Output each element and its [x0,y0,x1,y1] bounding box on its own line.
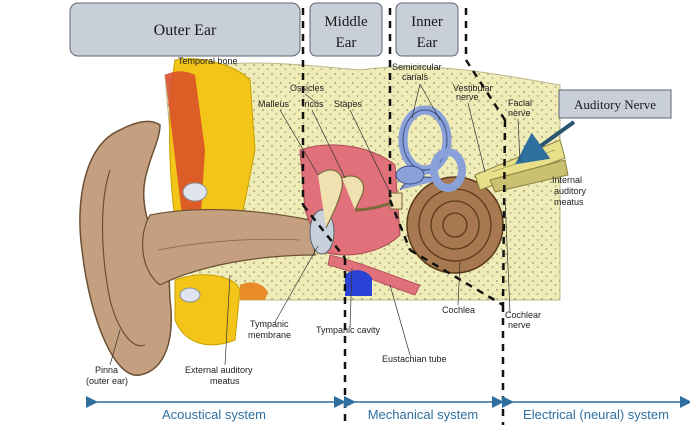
label-incus: Incus [302,99,324,109]
anatomy-labels: Temporal bone Ossicles Malleus Incus Sta… [86,56,587,386]
label-cochlea: Cochlea [442,305,475,315]
cochlea-shape [399,176,504,274]
label-cochlear-1: Cochlear [505,310,541,320]
middle-ear-title-2: Ear [336,35,357,51]
label-malleus: Malleus [258,99,290,109]
inner-ear-title-2: Ear [417,35,438,51]
outer-ear-title: Outer Ear [154,22,217,39]
label-internal-3: meatus [554,197,584,207]
ear-canal [141,208,316,286]
label-eustachian: Eustachian tube [382,354,447,364]
outer-ear-header: Outer Ear [69,2,301,57]
mechanical-system-label: Mechanical system [368,407,479,422]
label-tympanic-membrane-1: Tympanic [250,319,289,329]
label-external-2: meatus [210,376,240,386]
acoustical-system-label: Acoustical system [162,407,266,422]
label-facial-1: Facial [508,98,532,108]
system-arrows: Acoustical system Mechanical system Elec… [86,396,690,422]
label-pinna-1: Pinna [95,365,118,375]
label-semicircular-2: canals [402,72,429,82]
label-facial-2: nerve [508,108,531,118]
pinna-shape [79,120,172,376]
label-internal-1: Internal [552,175,582,185]
electrical-system-label: Electrical (neural) system [523,407,669,422]
label-cochlear-2: nerve [508,320,531,330]
label-semicircular-1: Semicircular [392,62,442,72]
boundary-lines [301,8,507,425]
label-stapes: Stapes [334,99,363,109]
label-external-1: External auditory [185,365,253,375]
leader-lines [109,83,521,366]
label-pinna-2: (outer ear) [86,376,128,386]
label-temporal-bone: Temporal bone [178,56,238,66]
auditory-nerve-callout: Auditory Nerve [514,89,672,165]
semicircular-canals-shape [395,105,466,192]
inner-ear-header: Inner Ear [395,2,459,57]
label-vestibular-2: nerve [456,92,479,102]
label-internal-2: auditory [554,186,587,196]
label-vestibular-1: Vestibular [453,83,493,93]
label-tympanic-membrane-2: membrane [248,330,291,340]
label-tympanic-cavity: Tympanic cavity [316,325,381,335]
middle-ear-title-1: Middle [324,14,368,30]
auditory-nerve-title: Auditory Nerve [574,97,656,112]
label-ossicles: Ossicles [290,83,325,93]
inner-ear-title-1: Inner [411,14,443,30]
middle-ear-header: Middle Ear [309,2,383,57]
bone-marrow [165,58,256,346]
